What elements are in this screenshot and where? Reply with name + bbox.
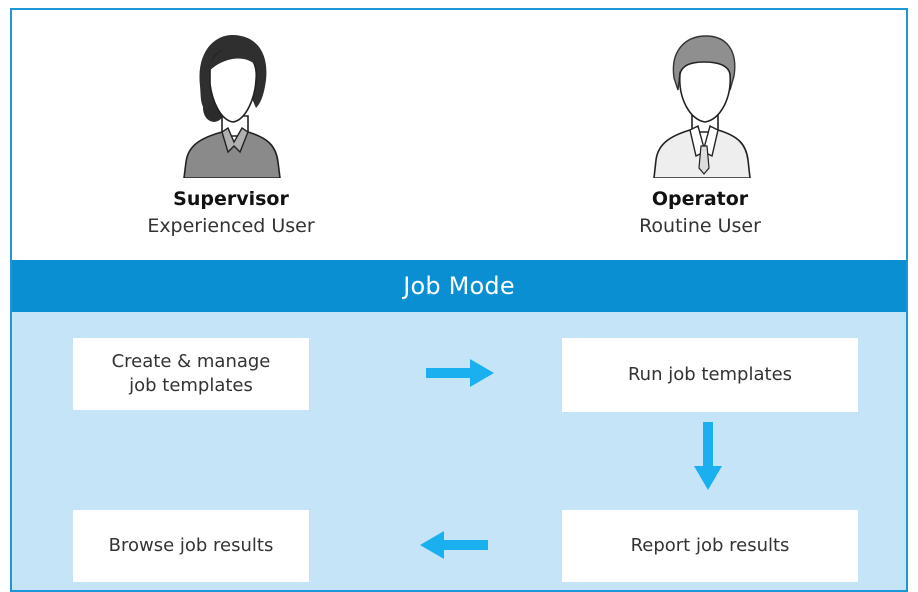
supervisor-name: Supervisor (173, 188, 289, 210)
diagram-frame: Supervisor Experienced User Operator R (10, 8, 908, 592)
female-user-icon (176, 28, 286, 178)
report-label: Report job results (630, 535, 790, 556)
operator-name: Operator (651, 188, 749, 210)
create-line-1: Create & manage (111, 351, 271, 372)
arrow-down-icon (694, 422, 722, 492)
run-label: Run job templates (627, 364, 793, 385)
supervisor-description: Experienced User (147, 215, 315, 237)
workflow-area: Create & manage job templates Run job te… (12, 312, 906, 590)
operator-role: Operator Routine User (570, 186, 830, 240)
roles-area: Supervisor Experienced User Operator R (12, 10, 906, 260)
arrow-right-icon (426, 359, 496, 387)
supervisor-role: Supervisor Experienced User (101, 186, 361, 240)
job-mode-band: Job Mode (12, 260, 906, 312)
operator-description: Routine User (639, 215, 761, 237)
browse-job-results-box: Browse job results (73, 510, 309, 582)
job-mode-title: Job Mode (403, 272, 515, 300)
run-job-templates-box: Run job templates (562, 338, 858, 412)
male-user-icon (646, 28, 756, 178)
browse-label: Browse job results (108, 535, 274, 556)
arrow-left-icon (420, 531, 490, 559)
report-job-results-box: Report job results (562, 510, 858, 582)
create-manage-templates-box: Create & manage job templates (73, 338, 309, 410)
create-line-2: job templates (129, 375, 253, 396)
